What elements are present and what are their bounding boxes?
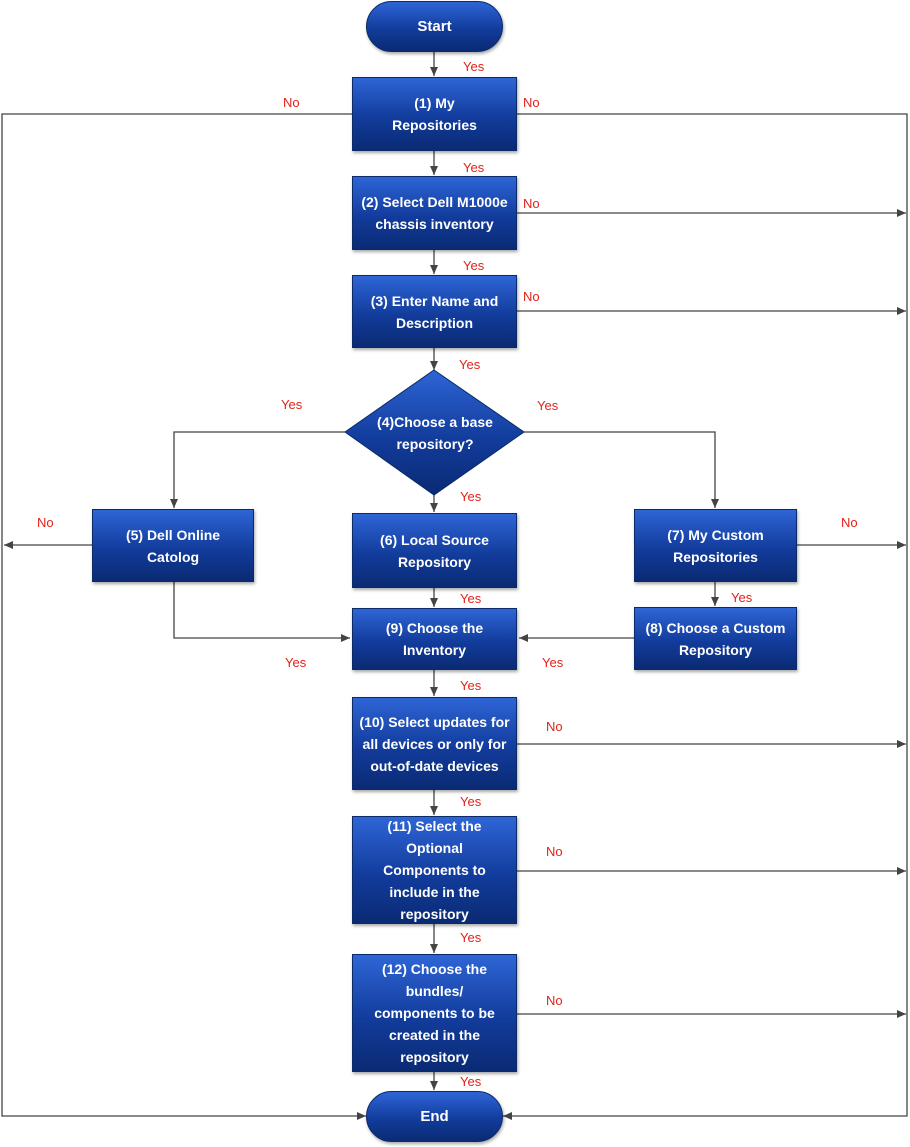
step-10-box: (10) Select updates for all devices or o… bbox=[352, 697, 517, 790]
no-label: No bbox=[523, 95, 540, 110]
edge-n4-n5 bbox=[170, 431, 345, 508]
no-label: No bbox=[546, 844, 563, 859]
no-label: No bbox=[283, 95, 300, 110]
step-11-box: (11) Select the Optional Components to i… bbox=[352, 816, 517, 924]
yes-label: Yes bbox=[281, 397, 303, 412]
yes-label: Yes bbox=[460, 678, 482, 693]
no-label: No bbox=[37, 515, 54, 530]
yes-label: Yes bbox=[463, 258, 485, 273]
step-5-box: (5) Dell Online Catolog bbox=[92, 509, 254, 582]
step-7-box: (7) My Custom Repositories bbox=[634, 509, 797, 582]
no-label: No bbox=[546, 993, 563, 1008]
yes-label: Yes bbox=[731, 590, 753, 605]
edge-n4-n7 bbox=[524, 431, 719, 508]
yes-label: Yes bbox=[463, 160, 485, 175]
step-1-box: (1) My Repositories bbox=[352, 77, 517, 151]
end-node: End bbox=[366, 1091, 503, 1142]
no-label: No bbox=[523, 196, 540, 211]
edge-n1-no-end bbox=[1, 113, 366, 1120]
yes-label: Yes bbox=[542, 655, 564, 670]
edge-n5-n9 bbox=[173, 582, 350, 642]
yes-label: Yes bbox=[537, 398, 559, 413]
yes-label: Yes bbox=[460, 489, 482, 504]
step-6-box: (6) Local Source Repository bbox=[352, 513, 517, 588]
edge-n1-no-right bbox=[503, 113, 908, 1120]
decision-diamond bbox=[344, 369, 525, 496]
no-label: No bbox=[523, 289, 540, 304]
yes-label: Yes bbox=[463, 59, 485, 74]
step-2-box: (2) Select Dell M1000e chassis inventory bbox=[352, 176, 517, 250]
step-4-label: (4)Choose a base repository? bbox=[377, 414, 493, 452]
yes-label: Yes bbox=[460, 794, 482, 809]
no-label: No bbox=[841, 515, 858, 530]
yes-label: Yes bbox=[460, 930, 482, 945]
start-node: Start bbox=[366, 1, 503, 52]
yes-label: Yes bbox=[285, 655, 307, 670]
yes-label: Yes bbox=[459, 357, 481, 372]
no-label: No bbox=[546, 719, 563, 734]
yes-label: Yes bbox=[460, 1074, 482, 1089]
step-12-box: (12) Choose the bundles/ components to b… bbox=[352, 954, 517, 1072]
step-9-box: (9) Choose the Inventory bbox=[352, 608, 517, 670]
yes-label: Yes bbox=[460, 591, 482, 606]
step-8-box: (8) Choose a Custom Repository bbox=[634, 607, 797, 670]
step-3-box: (3) Enter Name and Description bbox=[352, 275, 517, 348]
